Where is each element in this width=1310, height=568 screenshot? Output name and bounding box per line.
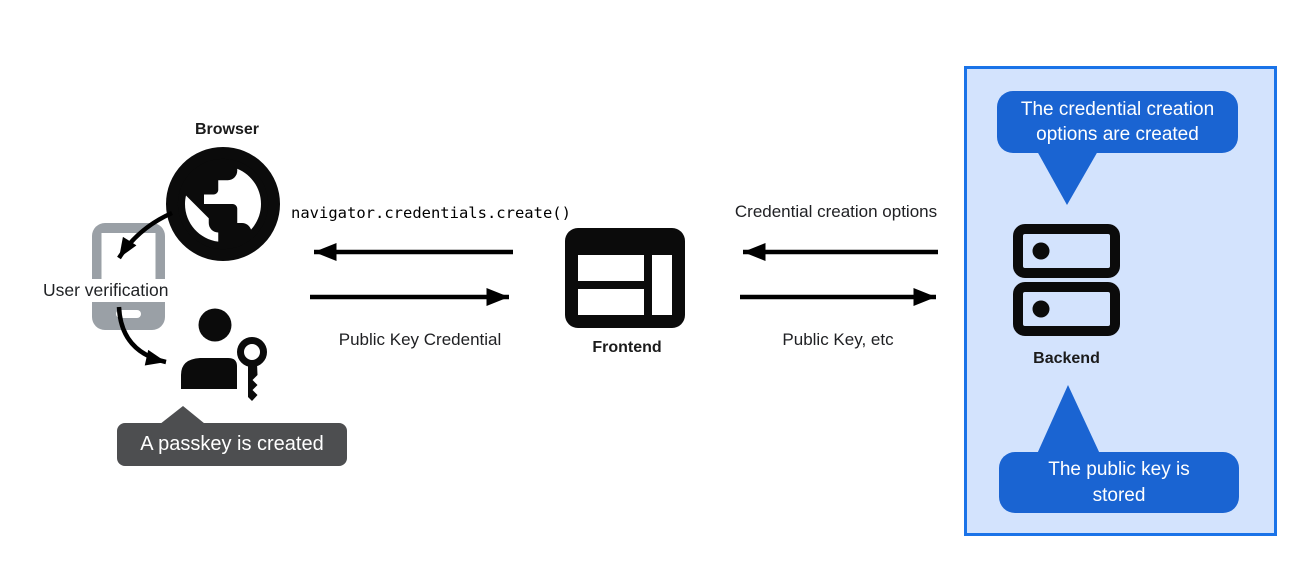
options-created-callout-pointer [1037, 151, 1098, 205]
key-stored-callout-pointer [1037, 385, 1100, 454]
key-stored-callout: The public key is stored [999, 452, 1239, 513]
backend-label: Backend [1033, 350, 1100, 367]
public-key-credential-label: Public Key Credential [338, 330, 502, 349]
backend-panel: The credential creation options are crea… [964, 66, 1277, 536]
passkey-tooltip-pointer [155, 406, 210, 428]
smartphone-icon [92, 223, 165, 330]
public-key-etc-label: Public Key, etc [782, 330, 894, 349]
browser-window-icon [565, 228, 685, 328]
person-with-key-icon [181, 308, 270, 404]
frontend-label: Frontend [592, 339, 662, 356]
user-verification-label: User verification [40, 279, 172, 302]
passkey-tooltip: A passkey is created [117, 423, 347, 466]
browser-label: Browser [194, 121, 260, 138]
create-call-label: navigator.credentials.create() [291, 204, 571, 222]
options-created-callout: The credential creation options are crea… [997, 91, 1238, 153]
globe-icon [166, 147, 280, 261]
server-stack-icon [1013, 224, 1120, 336]
credential-creation-options-label: Credential creation options [734, 202, 938, 221]
